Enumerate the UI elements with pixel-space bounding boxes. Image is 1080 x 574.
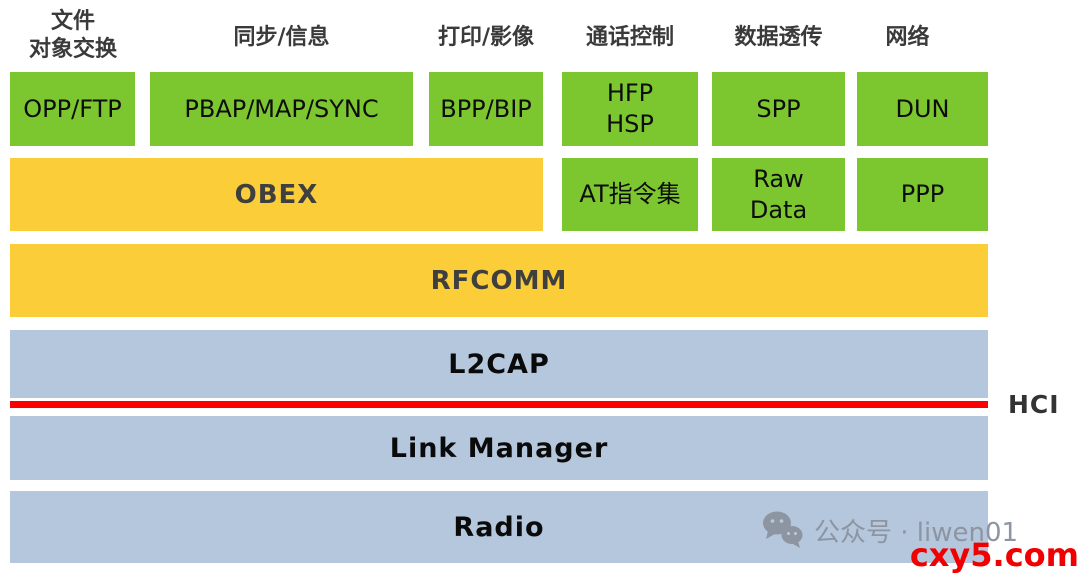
site-watermark: cxy5.com [909, 536, 1079, 574]
column-header-network: 网络 [885, 25, 930, 50]
radio-layer: Radio [10, 491, 988, 563]
wechat-icon [762, 510, 804, 550]
watermark-text: 公众号 · liwen01 [814, 517, 1019, 548]
column-header-sync-info: 同步/信息 [233, 25, 330, 50]
column-header-call-control: 通话控制 [585, 25, 674, 50]
column-header-data-passthrough: 数据透传 [734, 25, 823, 50]
hci-label: HCI [1008, 390, 1060, 419]
column-header-file-object-exchange: 文件 对象交换 [28, 9, 117, 62]
column-header-print-image: 打印/影像 [437, 25, 535, 50]
at-command-set-box: AT指令集 [562, 158, 698, 231]
watermark: 公众号 · liwen01 [762, 510, 1018, 550]
l2cap-layer: L2CAP [10, 330, 988, 398]
profile-box-bpp-bip: BPP/BIP [429, 72, 543, 146]
profile-box-spp: SPP [712, 72, 845, 146]
profile-box-dun: DUN [857, 72, 988, 146]
rfcomm-layer: RFCOMM [10, 244, 988, 317]
profile-box-pbap-map-sync: PBAP/MAP/SYNC [150, 72, 413, 146]
link-manager-layer: Link Manager [10, 416, 988, 480]
obex-box: OBEX [10, 158, 543, 231]
ppp-box: PPP [857, 158, 988, 231]
hci-divider-line [10, 401, 988, 408]
profile-box-hfp-hsp: HFP HSP [562, 72, 698, 146]
raw-data-box: Raw Data [712, 158, 845, 231]
profile-box-opp-ftp: OPP/FTP [10, 72, 135, 146]
